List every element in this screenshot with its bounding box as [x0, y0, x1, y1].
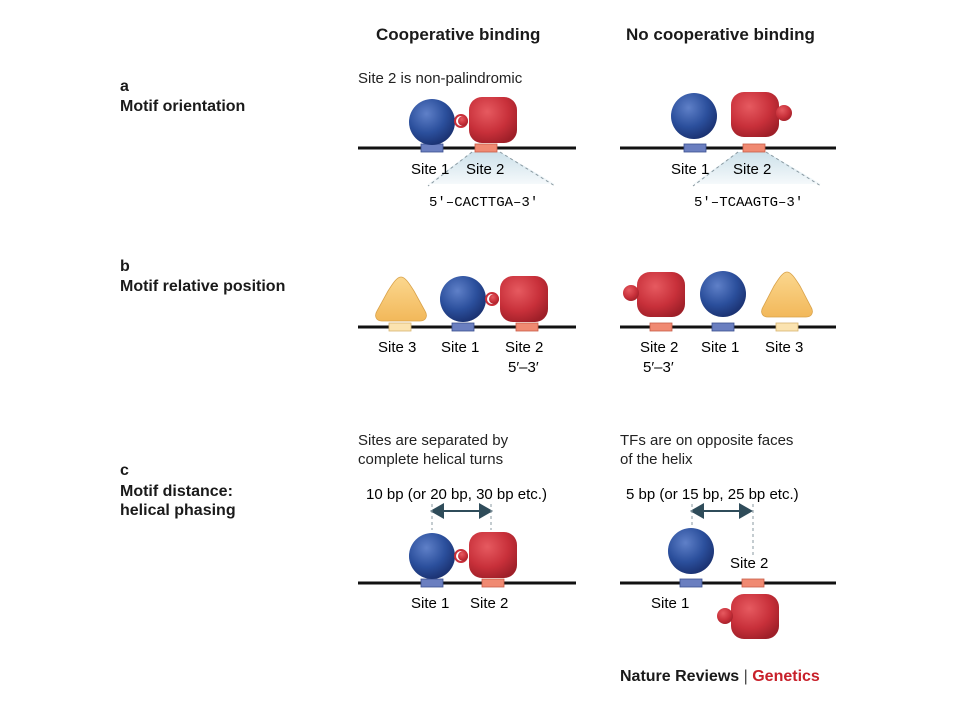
tf-red	[500, 276, 548, 322]
note-opposite-faces-line1: TFs are on opposite faces	[620, 432, 794, 449]
zoom-cone	[428, 152, 555, 184]
sequence-coop: 5′–CACTTGA–3′	[429, 195, 538, 211]
orientation-label: 5′–3′	[643, 359, 674, 376]
site2-box	[515, 322, 539, 332]
zoom-cone	[693, 152, 821, 184]
site3-box	[388, 322, 412, 332]
header-no-cooperative: No cooperative binding	[626, 25, 815, 44]
site2-label: Site 2	[505, 339, 543, 356]
tf-blue	[671, 93, 717, 139]
panel-a-cooperative: Site 1 Site 2 5′–CACTTGA–3′	[358, 97, 576, 211]
site1-label: Site 1	[411, 595, 449, 612]
note-site2-nonpalindromic: Site 2 is non-palindromic	[358, 70, 523, 87]
site1-box	[679, 578, 703, 588]
site1-label: Site 1	[411, 161, 449, 178]
interaction-knob	[776, 105, 792, 121]
section-c-title-line1: Motif distance:	[120, 483, 233, 500]
site1-box	[711, 322, 735, 332]
note-helical-turns-line2: complete helical turns	[358, 451, 504, 468]
interaction-knob	[623, 285, 639, 301]
sequence-noncoop: 5′–TCAAGTG–3′	[694, 195, 803, 211]
tf-red	[637, 272, 685, 317]
note-helical-turns-line1: Sites are separated by	[358, 432, 509, 449]
distance-label-coop: 10 bp (or 20 bp, 30 bp etc.)	[366, 486, 547, 503]
tf-red	[469, 532, 517, 578]
distance-label-noncoop: 5 bp (or 15 bp, 25 bp etc.)	[626, 486, 799, 503]
site1-box	[420, 578, 444, 588]
site1-box	[683, 143, 707, 153]
panel-a-no-cooperative: Site 1 Site 2 5′–TCAAGTG–3′	[620, 92, 836, 211]
section-b-letter: b	[120, 258, 130, 275]
panel-c-cooperative: 10 bp (or 20 bp, 30 bp etc.) Site 1 Site…	[358, 486, 576, 612]
tf-yellow	[375, 276, 427, 322]
site2-box	[741, 578, 765, 588]
tf-blue	[668, 528, 714, 574]
tf-blue	[409, 99, 455, 145]
site2-box	[649, 322, 673, 332]
site1-box	[420, 143, 444, 153]
section-b-title: Motif relative position	[120, 278, 286, 295]
journal-subject: Genetics	[752, 668, 820, 685]
tf-blue	[409, 533, 455, 579]
journal-name: Nature Reviews	[620, 668, 740, 685]
panel-b-no-cooperative: Site 2 Site 1 Site 3 5′–3′	[620, 271, 836, 376]
site2-label: Site 2	[733, 161, 771, 178]
site1-label: Site 1	[651, 595, 689, 612]
tf-blue	[440, 276, 486, 322]
site2-box	[481, 578, 505, 588]
panel-b-cooperative: Site 3 Site 1 Site 2 5′–3′	[358, 276, 576, 376]
site1-label: Site 1	[701, 339, 739, 356]
section-c-title-line2: helical phasing	[120, 502, 236, 519]
site1-label: Site 1	[441, 339, 479, 356]
tf-red	[731, 594, 779, 639]
site3-box	[775, 322, 799, 332]
site2-label: Site 2	[470, 595, 508, 612]
tf-red	[731, 92, 779, 137]
site3-label: Site 3	[765, 339, 803, 356]
orientation-label: 5′–3′	[508, 359, 539, 376]
section-c-letter: c	[120, 462, 129, 479]
site2-box	[474, 143, 498, 153]
site3-label: Site 3	[378, 339, 416, 356]
header-cooperative: Cooperative binding	[376, 25, 541, 44]
site2-label: Site 2	[730, 555, 768, 572]
tf-yellow	[761, 271, 813, 318]
journal-credit: Nature Reviews | Genetics	[620, 668, 820, 686]
site1-label: Site 1	[671, 161, 709, 178]
tf-blue	[700, 271, 746, 317]
section-a-letter: a	[120, 78, 129, 95]
site1-box	[451, 322, 475, 332]
interaction-knob	[717, 608, 733, 624]
site2-box	[742, 143, 766, 153]
credit-separator: |	[743, 668, 748, 685]
site2-label: Site 2	[640, 339, 678, 356]
panel-c-no-cooperative: 5 bp (or 15 bp, 25 bp etc.) Site 2 Site …	[620, 486, 836, 639]
site2-label: Site 2	[466, 161, 504, 178]
section-a-title: Motif orientation	[120, 98, 246, 115]
tf-red	[469, 97, 517, 143]
note-opposite-faces-line2: of the helix	[620, 451, 693, 468]
